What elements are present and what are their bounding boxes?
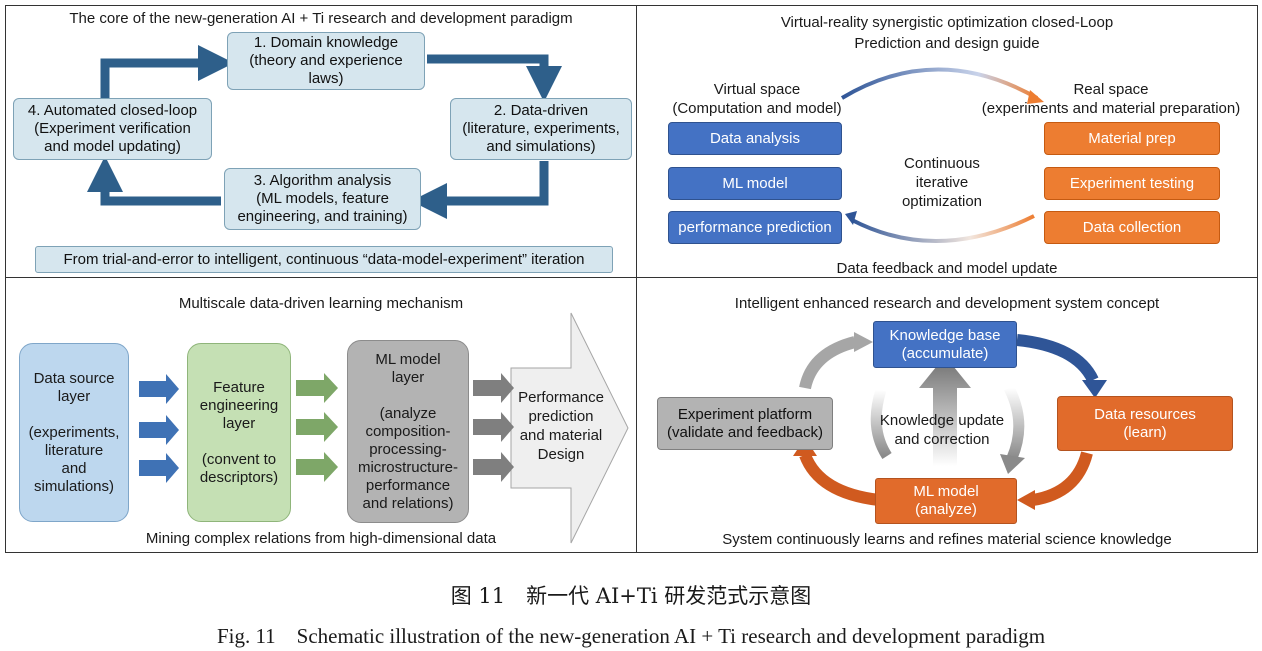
virtual-item-ml-model: ML model — [668, 167, 842, 200]
layer-feature-engineering: Feature engineering layer (convent to de… — [187, 343, 291, 522]
panel-title: Multiscale data-driven learning mechanis… — [178, 295, 464, 312]
footer-banner: From trial-and-error to intelligent, con… — [35, 246, 613, 273]
cycle-arrows — [87, 45, 562, 219]
figure-caption-en: Fig. 11 Schematic illustration of the ne… — [216, 624, 1046, 648]
panel-title: Virtual-reality synergistic optimization… — [780, 14, 1114, 31]
arrows-source-to-feature — [139, 374, 179, 483]
virtual-space-label: Virtual space (Computation and model) — [672, 81, 842, 117]
footer-label: Mining complex relations from high-dimen… — [145, 530, 497, 547]
virtual-item-data-analysis: Data analysis — [668, 122, 842, 155]
real-space-label: Real space (experiments and material pre… — [981, 81, 1241, 117]
arc-data-feedback — [851, 214, 1035, 244]
output-big-arrow — [510, 312, 629, 544]
real-item-experiment-testing: Experiment testing — [1044, 167, 1220, 200]
arc-prediction-guide — [840, 67, 1038, 100]
arrow-step2-to-step3 — [411, 161, 549, 219]
arrow-step1-to-step2 — [427, 54, 562, 102]
arrow-data-to-model — [1031, 451, 1093, 506]
arrow-model-to-platform — [799, 452, 880, 506]
step1-domain-knowledge: 1. Domain knowledge (theory and experien… — [227, 32, 425, 90]
panel-title: The core of the new-generation AI + Ti r… — [69, 10, 573, 27]
arrow-step3-to-step4 — [87, 156, 221, 206]
arrow-step4-to-step1 — [100, 45, 234, 98]
center-label: Continuous iterative optimization — [901, 155, 983, 210]
bottom-label: Data feedback and model update — [836, 260, 1058, 277]
node-ml-model: ML model (analyze) — [875, 478, 1017, 524]
step4-automated-closed-loop: 4. Automated closed-loop (Experiment ver… — [13, 98, 212, 160]
panel-multiscale-learning: Multiscale data-driven learning mechanis… — [5, 277, 637, 553]
footer-label: System continuously learns and refines m… — [722, 531, 1172, 548]
center-label: Knowledge update and correction — [879, 412, 1005, 448]
panel-rd-system-concept: Intelligent enhanced research and develo… — [636, 277, 1258, 553]
real-item-data-collection: Data collection — [1044, 211, 1220, 244]
panel-subtitle: Prediction and design guide — [854, 35, 1040, 52]
panel-title: Intelligent enhanced research and develo… — [734, 295, 1160, 312]
arrow-update-up — [919, 356, 971, 466]
step3-algorithm-analysis: 3. Algorithm analysis (ML models, featur… — [224, 168, 421, 230]
panel-virtual-reality-loop: Virtual-reality synergistic optimization… — [636, 5, 1258, 278]
node-data-resources: Data resources (learn) — [1057, 396, 1233, 451]
arrow-platform-to-knowledge — [799, 336, 857, 390]
node-experiment-platform: Experiment platform (validate and feedba… — [657, 397, 833, 450]
arrow-correction-down — [870, 388, 892, 459]
loop-arcs — [840, 67, 1044, 244]
node-knowledge-base: Knowledge base (accumulate) — [873, 321, 1017, 368]
arrow-knowledge-to-data — [1016, 334, 1099, 383]
flow-arrows — [139, 312, 629, 544]
layer-ml-model: ML model layer (analyze composition- pro… — [347, 340, 469, 523]
arrows-model-to-output — [473, 373, 514, 482]
virtual-item-performance-prediction: performance prediction — [668, 211, 842, 244]
figure-caption-cn: 图 11 新一代 AI+Ti 研发范式示意图 — [450, 584, 812, 608]
layer-data-source: Data source layer (experiments, literatu… — [19, 343, 129, 522]
arrows-feature-to-model — [296, 373, 338, 482]
real-item-material-prep: Material prep — [1044, 122, 1220, 155]
panel-ai-ti-core: The core of the new-generation AI + Ti r… — [5, 5, 637, 278]
output-label: Performance prediction and material Desi… — [518, 389, 604, 463]
step2-data-driven: 2. Data-driven (literature, experiments,… — [450, 98, 632, 160]
